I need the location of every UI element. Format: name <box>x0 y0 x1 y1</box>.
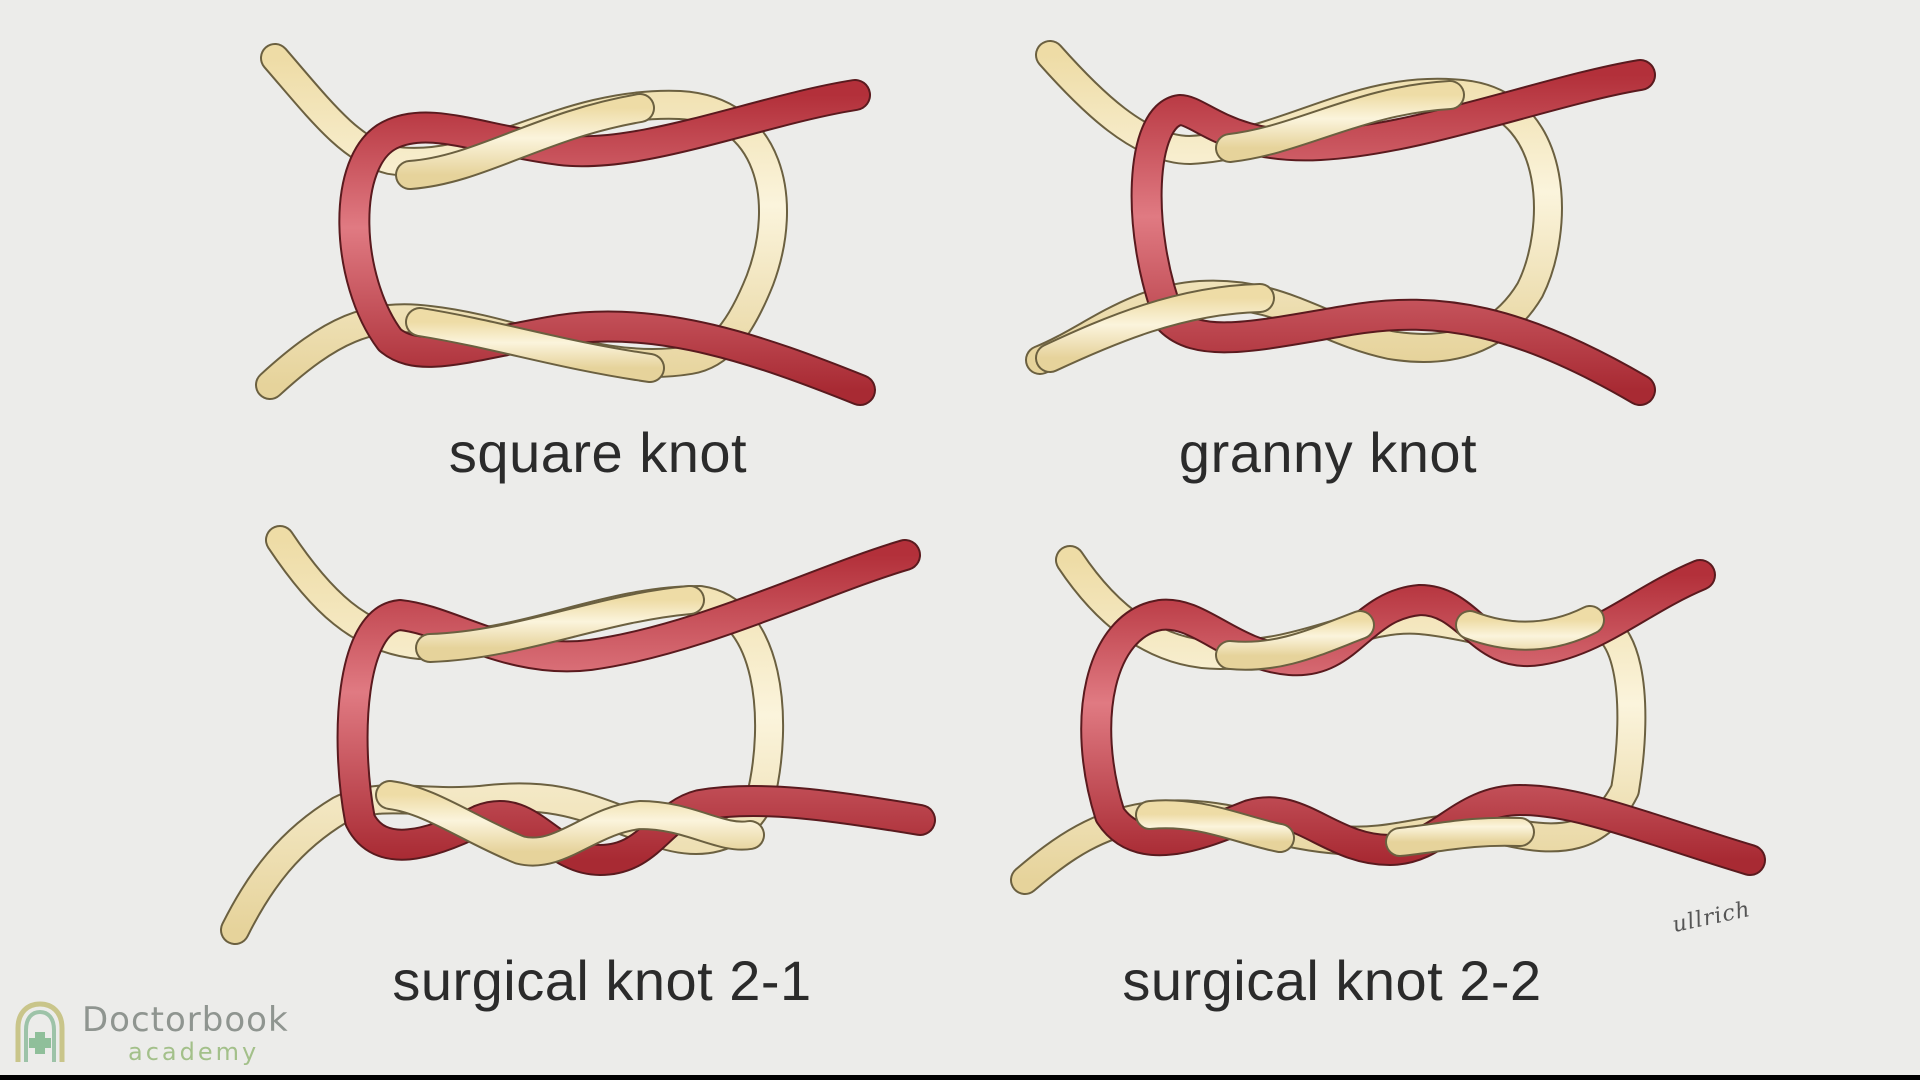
brand-name: Doctorbook <box>82 1000 289 1040</box>
surgical-knot-2-2-label: surgical knot 2-2 <box>1122 949 1542 1012</box>
granny-knot-drawing <box>1025 40 1656 406</box>
square-knot-drawing <box>255 43 876 406</box>
bottom-bar <box>0 1075 1920 1080</box>
square-knot-label: square knot <box>448 421 748 484</box>
surgical-knot-2-1-label: surgical knot 2-1 <box>392 949 812 1012</box>
granny-knot-label: granny knot <box>1178 421 1478 484</box>
brand-subtitle: academy <box>128 1038 260 1066</box>
doctorbook-logo: Doctorbook academy <box>12 998 312 1070</box>
surgical-knot-2-2-drawing <box>1010 545 1766 895</box>
surgical-knot-2-1-drawing <box>220 525 936 945</box>
doctorbook-logo-icon <box>15 1001 65 1062</box>
